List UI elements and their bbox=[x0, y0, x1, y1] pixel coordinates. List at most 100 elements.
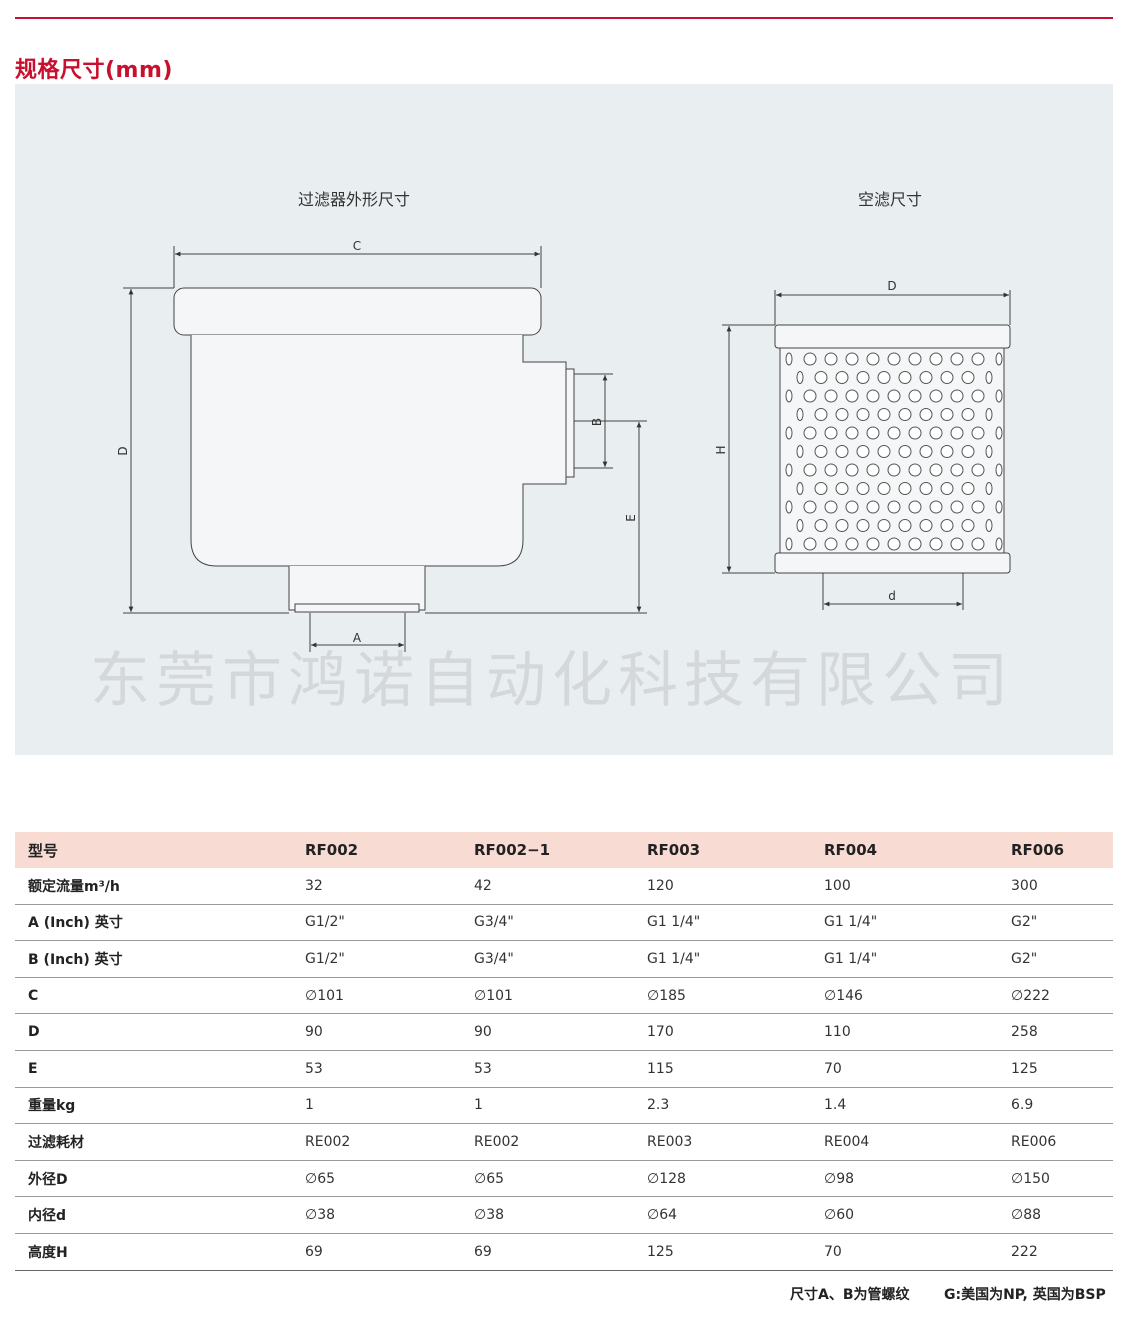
row-label: 外径D bbox=[15, 1160, 292, 1198]
row-label: 内径d bbox=[15, 1196, 292, 1234]
dimension-drawing: C D B E A D H d bbox=[116, 239, 1011, 652]
mesh-hole bbox=[785, 426, 793, 440]
mesh-hole bbox=[887, 537, 901, 551]
mesh-hole bbox=[940, 445, 954, 458]
mesh-hole bbox=[950, 426, 964, 440]
dim-c-label: C bbox=[353, 239, 361, 253]
dim-d2-label: D bbox=[887, 279, 896, 293]
table-cell: G1 1/4" bbox=[811, 940, 998, 978]
table-cell: ∅65 bbox=[292, 1160, 461, 1198]
table-cell: 110 bbox=[811, 1013, 998, 1051]
mesh-hole bbox=[866, 463, 880, 477]
table-cell: 1 bbox=[292, 1087, 461, 1125]
table-cell: 1.4 bbox=[811, 1087, 998, 1125]
table-cell: 100 bbox=[811, 868, 998, 905]
mesh-hole bbox=[898, 445, 912, 458]
table-cell: G1 1/4" bbox=[634, 940, 811, 978]
mesh-hole bbox=[940, 482, 954, 495]
mesh-hole bbox=[971, 500, 985, 514]
mesh-hole bbox=[835, 445, 849, 458]
mesh-hole bbox=[961, 482, 975, 495]
dim-h-label: H bbox=[714, 445, 728, 454]
table-cell: 222 bbox=[998, 1233, 1113, 1271]
header-cell: RF004 bbox=[811, 832, 998, 868]
mesh-hole bbox=[929, 537, 943, 551]
mesh-hole bbox=[856, 408, 870, 421]
mesh-hole bbox=[985, 445, 993, 458]
mesh-hole bbox=[835, 519, 849, 532]
table-cell: 125 bbox=[634, 1233, 811, 1271]
table-cell: G2" bbox=[998, 904, 1113, 942]
mesh-hole bbox=[824, 463, 838, 477]
mesh-hole bbox=[835, 371, 849, 384]
table-cell: 2.3 bbox=[634, 1087, 811, 1125]
mesh-hole bbox=[845, 500, 859, 514]
table-cell: ∅98 bbox=[811, 1160, 998, 1198]
row-label: 高度H bbox=[15, 1233, 292, 1271]
mesh-hole bbox=[887, 426, 901, 440]
table-cell: ∅65 bbox=[461, 1160, 634, 1198]
table-row: 内径d∅38∅38∅64∅60∅88 bbox=[15, 1196, 1113, 1234]
mesh-hole bbox=[919, 445, 933, 458]
mesh-hole bbox=[814, 445, 828, 458]
mesh-hole bbox=[814, 519, 828, 532]
table-cell: 300 bbox=[998, 868, 1113, 905]
mesh-hole bbox=[961, 519, 975, 532]
mesh-hole bbox=[940, 408, 954, 421]
mesh-hole bbox=[950, 389, 964, 403]
mesh-hole bbox=[877, 371, 891, 384]
mesh-hole bbox=[971, 352, 985, 366]
mesh-hole bbox=[971, 463, 985, 477]
footnote-thread: 尺寸A、B为管螺纹 bbox=[790, 1287, 910, 1303]
table-cell: 1 bbox=[461, 1087, 634, 1125]
mesh-hole bbox=[887, 500, 901, 514]
mesh-hole bbox=[985, 482, 993, 495]
mesh-hole bbox=[887, 352, 901, 366]
table-cell: RE003 bbox=[634, 1123, 811, 1161]
table-row: 外径D∅65∅65∅128∅98∅150 bbox=[15, 1160, 1113, 1198]
mesh-hole bbox=[929, 352, 943, 366]
header-cell: RF002 bbox=[292, 832, 461, 868]
table-cell: 258 bbox=[998, 1013, 1113, 1051]
table-cell: 69 bbox=[461, 1233, 634, 1271]
table-cell: ∅222 bbox=[998, 977, 1113, 1015]
mesh-hole bbox=[814, 371, 828, 384]
mesh-hole bbox=[835, 482, 849, 495]
table-cell: ∅150 bbox=[998, 1160, 1113, 1198]
mesh-hole bbox=[908, 352, 922, 366]
mesh-hole bbox=[985, 408, 993, 421]
header-cell: RF002−1 bbox=[461, 832, 634, 868]
dim-d-label: D bbox=[116, 446, 130, 455]
left-caption: 过滤器外形尺寸 bbox=[298, 190, 411, 209]
mesh-hole bbox=[856, 445, 870, 458]
mesh-hole bbox=[856, 482, 870, 495]
mesh-hole bbox=[866, 426, 880, 440]
table-cell: RE004 bbox=[811, 1123, 998, 1161]
mesh-hole bbox=[803, 426, 817, 440]
mesh-hole bbox=[796, 445, 804, 458]
mesh-hole bbox=[995, 426, 1003, 440]
mesh-hole bbox=[908, 463, 922, 477]
mesh-hole bbox=[919, 482, 933, 495]
mesh-hole bbox=[877, 408, 891, 421]
table-cell: ∅101 bbox=[461, 977, 634, 1015]
mesh-hole bbox=[950, 352, 964, 366]
mesh-hole bbox=[995, 537, 1003, 551]
table-cell: G1 1/4" bbox=[634, 904, 811, 942]
mesh-hole bbox=[877, 519, 891, 532]
mesh-hole bbox=[985, 371, 993, 384]
mesh-hole bbox=[950, 463, 964, 477]
mesh-hole bbox=[961, 408, 975, 421]
housing-outlet bbox=[288, 566, 426, 611]
element-bottom-cap bbox=[774, 552, 1011, 574]
table-cell: 70 bbox=[811, 1050, 998, 1088]
mesh-hole bbox=[803, 537, 817, 551]
mesh-hole bbox=[835, 408, 849, 421]
mesh-hole bbox=[887, 463, 901, 477]
mesh-hole bbox=[785, 463, 793, 477]
row-label: A (Inch) 英寸 bbox=[15, 904, 292, 942]
